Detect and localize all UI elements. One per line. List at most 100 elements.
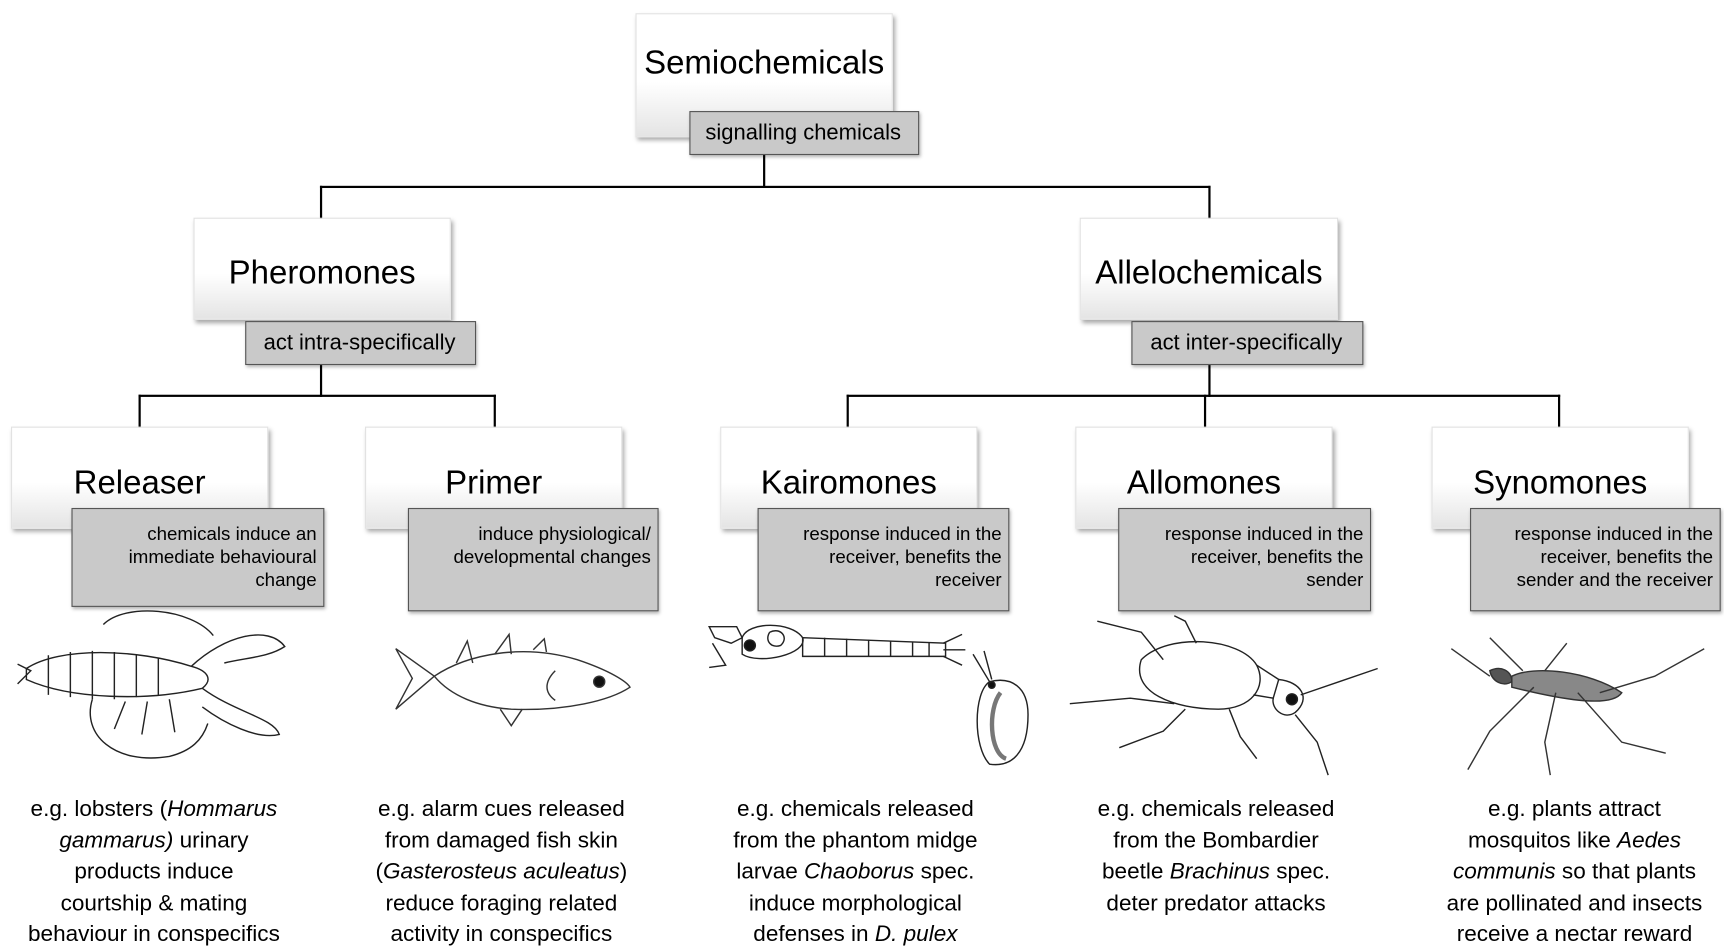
example-line: e.g. chemicals released xyxy=(1051,794,1381,825)
definition-line: response induced in the xyxy=(803,523,1002,545)
definition-line: chemicals induce an xyxy=(147,523,317,545)
connector xyxy=(138,394,141,428)
connector xyxy=(319,185,323,219)
connector xyxy=(1557,394,1561,428)
example-line: courtship & mating xyxy=(0,888,319,919)
definition-line: change xyxy=(255,569,317,591)
definition-line: immediate behavioural xyxy=(128,546,317,568)
example-line: gammarus) urinary xyxy=(0,825,319,856)
example-line: are pollinated and insects xyxy=(1410,888,1724,919)
example-line: from damaged fish skin xyxy=(336,825,666,856)
species-name: communis xyxy=(1452,858,1556,884)
semiochemicals-title: Semiochemicals xyxy=(644,45,885,82)
example-text: urinary xyxy=(173,827,249,853)
connector xyxy=(1203,394,1207,428)
example-text: from the Bombardier xyxy=(1113,827,1319,853)
example-text: mosquitos like xyxy=(1467,827,1618,853)
example-line: from the Bombardier xyxy=(1051,825,1381,856)
species-name: Aedes xyxy=(1617,827,1681,853)
example-line: receive a nectar reward xyxy=(1410,919,1724,950)
species-name: D. pulex xyxy=(874,921,958,947)
primer-definition: induce physiological/developmental chang… xyxy=(407,507,659,612)
bombardier-beetle-drawing xyxy=(1069,615,1378,776)
species-name: Hommarus xyxy=(167,796,278,822)
connector xyxy=(1208,365,1211,397)
definition-line: response induced in the xyxy=(1164,523,1364,545)
example-text: e.g. lobsters ( xyxy=(30,796,168,822)
example-text: e.g. plants attract xyxy=(1488,796,1661,822)
definition-line: receiver, benefits the xyxy=(1540,546,1714,568)
daphnia-drawing xyxy=(972,650,1029,766)
example-line: beetle Brachinus spec. xyxy=(1051,857,1381,888)
example-line: products induce xyxy=(0,857,319,888)
example-line: larvae Chaoborus spec. xyxy=(690,857,1020,888)
primer-example: e.g. alarm cues released from damaged fis… xyxy=(336,794,666,951)
example-text: so that plants xyxy=(1555,858,1697,884)
example-line: from the phantom midge xyxy=(690,825,1020,856)
synomones-title: Synomones xyxy=(1473,465,1648,502)
connector xyxy=(1208,185,1211,219)
species-name: Chaoborus xyxy=(804,858,915,884)
example-line: deter predator attacks xyxy=(1051,888,1381,919)
example-text: products induce xyxy=(74,858,234,884)
definition-line: developmental changes xyxy=(453,546,651,568)
example-text: behaviour in conspecifics xyxy=(28,921,280,947)
example-text: from damaged fish skin xyxy=(384,827,618,853)
connector xyxy=(138,394,496,397)
allelochemicals-title: Allelochemicals xyxy=(1095,255,1323,292)
connector xyxy=(319,185,1211,189)
allelochemicals-subtitle: act inter-specifically xyxy=(1131,321,1364,366)
example-text: defenses in xyxy=(753,921,875,947)
example-text: activity in conspecifics xyxy=(390,921,613,947)
semiochemicals-subtitle: signalling chemicals xyxy=(689,111,920,156)
pheromones-subtitle: act intra-specifically xyxy=(245,321,477,366)
chaoborus-larva-drawing xyxy=(708,624,966,669)
pheromones-box: Pheromones xyxy=(193,217,451,320)
example-text: deter predator attacks xyxy=(1106,890,1326,916)
definition-line: induce physiological/ xyxy=(478,523,651,545)
example-line: activity in conspecifics xyxy=(336,919,666,950)
example-line: communis so that plants xyxy=(1410,857,1724,888)
definition-line: receiver xyxy=(935,569,1002,591)
pheromones-title: Pheromones xyxy=(228,255,416,292)
allomones-example: e.g. chemicals released from the Bombardi… xyxy=(1051,794,1381,919)
example-text: from the phantom midge xyxy=(733,827,978,853)
example-line: behaviour in conspecifics xyxy=(0,919,319,950)
kairomones-title: Kairomones xyxy=(760,465,937,502)
example-text: larvae xyxy=(736,858,805,884)
connector xyxy=(493,394,496,428)
example-line: (Gasterosteus aculeatus) xyxy=(336,857,666,888)
definition-line: sender xyxy=(1306,569,1364,591)
primer-title: Primer xyxy=(445,465,543,502)
connector xyxy=(319,365,323,397)
allelochemicals-box: Allelochemicals xyxy=(1079,217,1339,320)
example-text: spec. xyxy=(1269,858,1331,884)
releaser-title: Releaser xyxy=(73,465,206,502)
example-text: e.g. chemicals released xyxy=(1097,796,1335,822)
example-text: e.g. alarm cues released xyxy=(377,796,625,822)
connector xyxy=(763,153,766,187)
example-text: are pollinated and insects xyxy=(1446,890,1703,916)
example-line: defenses in D. pulex xyxy=(690,919,1020,950)
lobster-drawing xyxy=(17,610,286,759)
example-line: e.g. alarm cues released xyxy=(336,794,666,825)
definition-line: sender and the receiver xyxy=(1516,569,1714,591)
definition-line: receiver, benefits the xyxy=(1190,546,1364,568)
example-text: reduce foraging related xyxy=(385,890,618,916)
example-line: e.g. plants attract xyxy=(1410,794,1724,825)
example-line: e.g. chemicals released xyxy=(690,794,1020,825)
example-line: e.g. lobsters (Hommarus xyxy=(0,794,319,825)
releaser-box: Releaser xyxy=(10,426,269,529)
stickleback-fish-drawing xyxy=(395,632,631,727)
species-name: Brachinus xyxy=(1169,858,1270,884)
species-name: Gasterosteus aculeatus xyxy=(382,858,620,884)
example-text: courtship & mating xyxy=(60,890,248,916)
definition-line: receiver, benefits the xyxy=(829,546,1002,568)
mosquito-drawing xyxy=(1450,637,1705,776)
example-line: mosquitos like Aedes xyxy=(1410,825,1724,856)
example-line: reduce foraging related xyxy=(336,888,666,919)
